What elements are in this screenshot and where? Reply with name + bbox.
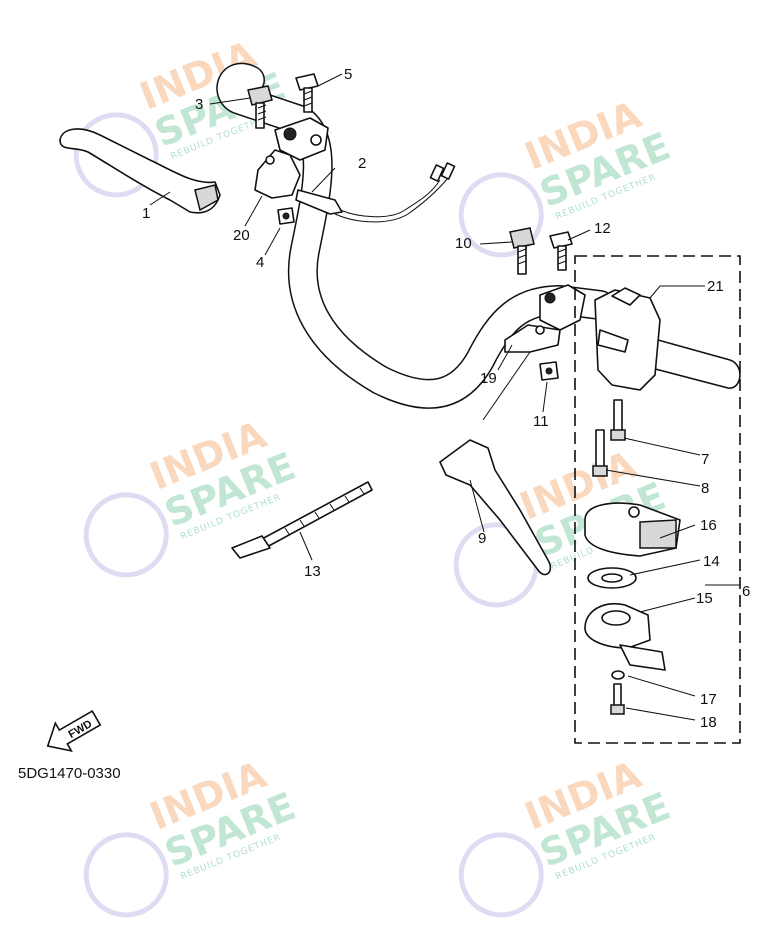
callout-4: 4 <box>256 254 264 271</box>
callout-13: 13 <box>304 563 321 580</box>
screw-18 <box>610 683 625 715</box>
handlebar <box>216 62 615 409</box>
washer-17 <box>611 670 625 680</box>
callout-9: 9 <box>478 530 486 547</box>
clutch-switch <box>295 162 456 223</box>
diagram-code: 5DG1470-0330 <box>18 765 121 782</box>
wrench-logo-icon <box>83 492 169 578</box>
callout-5: 5 <box>344 66 352 83</box>
callout-21: 21 <box>707 278 724 295</box>
assembly-group-box <box>574 255 741 744</box>
callout-8: 8 <box>701 480 709 497</box>
watermark-mid-left: INDIA SPARE REBUILD TOGETHER <box>83 412 301 578</box>
callout-labels: 1 2 3 4 5 6 7 8 9 10 11 12 13 14 15 16 1… <box>142 66 750 731</box>
callout-1: 1 <box>142 205 150 222</box>
throttle-guide <box>584 603 666 671</box>
lever-holder-right <box>504 284 586 353</box>
callout-17: 17 <box>700 691 717 708</box>
callout-11: 11 <box>533 413 549 430</box>
callout-18: 18 <box>700 714 717 731</box>
watermark-bottom-right: INDIA SPARE REBUILD TOGETHER <box>458 752 676 918</box>
nut-11 <box>539 361 559 381</box>
nut-4 <box>277 207 295 225</box>
bolt-10 <box>509 227 535 275</box>
bolt-12 <box>549 231 573 271</box>
wrench-logo-icon <box>458 172 544 258</box>
bolt-3 <box>247 85 273 129</box>
screw-7 <box>610 399 626 441</box>
throttle-housing <box>584 502 681 557</box>
wrench-logo-icon <box>83 832 169 918</box>
callout-19: 19 <box>480 370 497 387</box>
fwd-label: FWD <box>67 718 95 741</box>
wrench-logo-icon <box>73 112 159 198</box>
callout-16: 16 <box>700 517 717 534</box>
callout-10: 10 <box>455 235 472 252</box>
callout-15: 15 <box>696 590 713 607</box>
lever-holder-left <box>254 117 329 199</box>
callout-14: 14 <box>703 553 720 570</box>
callout-6: 6 <box>742 583 750 600</box>
callout-12: 12 <box>594 220 611 237</box>
callout-2: 2 <box>358 155 366 172</box>
callout-7: 7 <box>701 451 709 468</box>
callout-20: 20 <box>233 227 250 244</box>
fwd-arrow-icon: FWD <box>46 709 102 752</box>
throttle-grip <box>594 287 741 391</box>
cable-tie <box>231 481 373 559</box>
clutch-lever <box>59 128 221 214</box>
leader-lines <box>149 73 740 721</box>
screw-8 <box>592 429 608 477</box>
washer-14 <box>587 567 637 589</box>
brake-lever <box>439 439 552 576</box>
callout-3: 3 <box>195 96 203 113</box>
wrench-logo-icon <box>458 832 544 918</box>
